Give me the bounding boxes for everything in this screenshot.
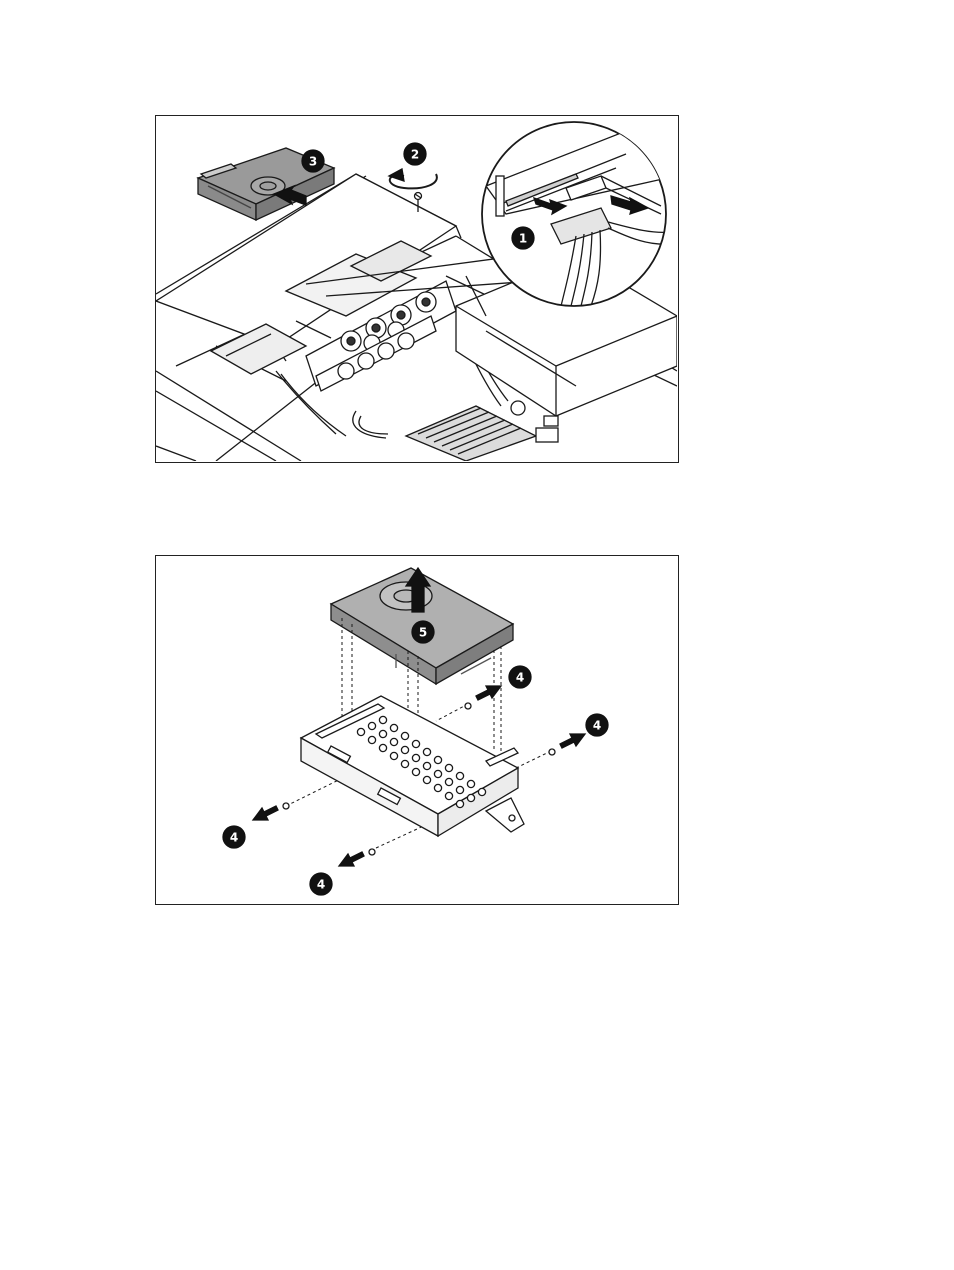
callout-4-top: 4 (509, 666, 531, 688)
callout-1: 1 (512, 227, 534, 249)
svg-text:4: 4 (317, 878, 325, 892)
callout-2: 2 (404, 143, 426, 165)
svg-text:2: 2 (411, 148, 419, 162)
screw-left (283, 803, 289, 809)
callout-5: 5 (412, 621, 434, 643)
figure-remove-drive-from-carrier: 5 4 4 4 4 (155, 555, 679, 905)
rotate-counterclockwise-arrow (389, 169, 437, 188)
motherboard-heatsink (406, 401, 558, 461)
screw-top-right (465, 703, 471, 709)
callout-4-left: 4 (223, 826, 245, 848)
svg-text:4: 4 (593, 719, 601, 733)
connector-detail-magnifier (482, 122, 676, 306)
callout-4-right: 4 (586, 714, 608, 736)
svg-text:4: 4 (230, 831, 238, 845)
svg-text:5: 5 (419, 626, 427, 640)
screw-right (549, 749, 555, 755)
callout-3: 3 (302, 150, 324, 172)
carrier-illustration: 5 4 4 4 4 (156, 556, 677, 903)
screw-bottom (369, 849, 375, 855)
drive-carrier-tray (301, 696, 524, 836)
callout-4-bottom: 4 (310, 873, 332, 895)
figure-remove-drive-from-chassis: 1 2 3 (155, 115, 679, 463)
chassis-illustration: 1 2 3 (156, 116, 677, 461)
svg-text:3: 3 (309, 155, 317, 169)
svg-text:1: 1 (519, 232, 527, 246)
svg-text:4: 4 (516, 671, 524, 685)
